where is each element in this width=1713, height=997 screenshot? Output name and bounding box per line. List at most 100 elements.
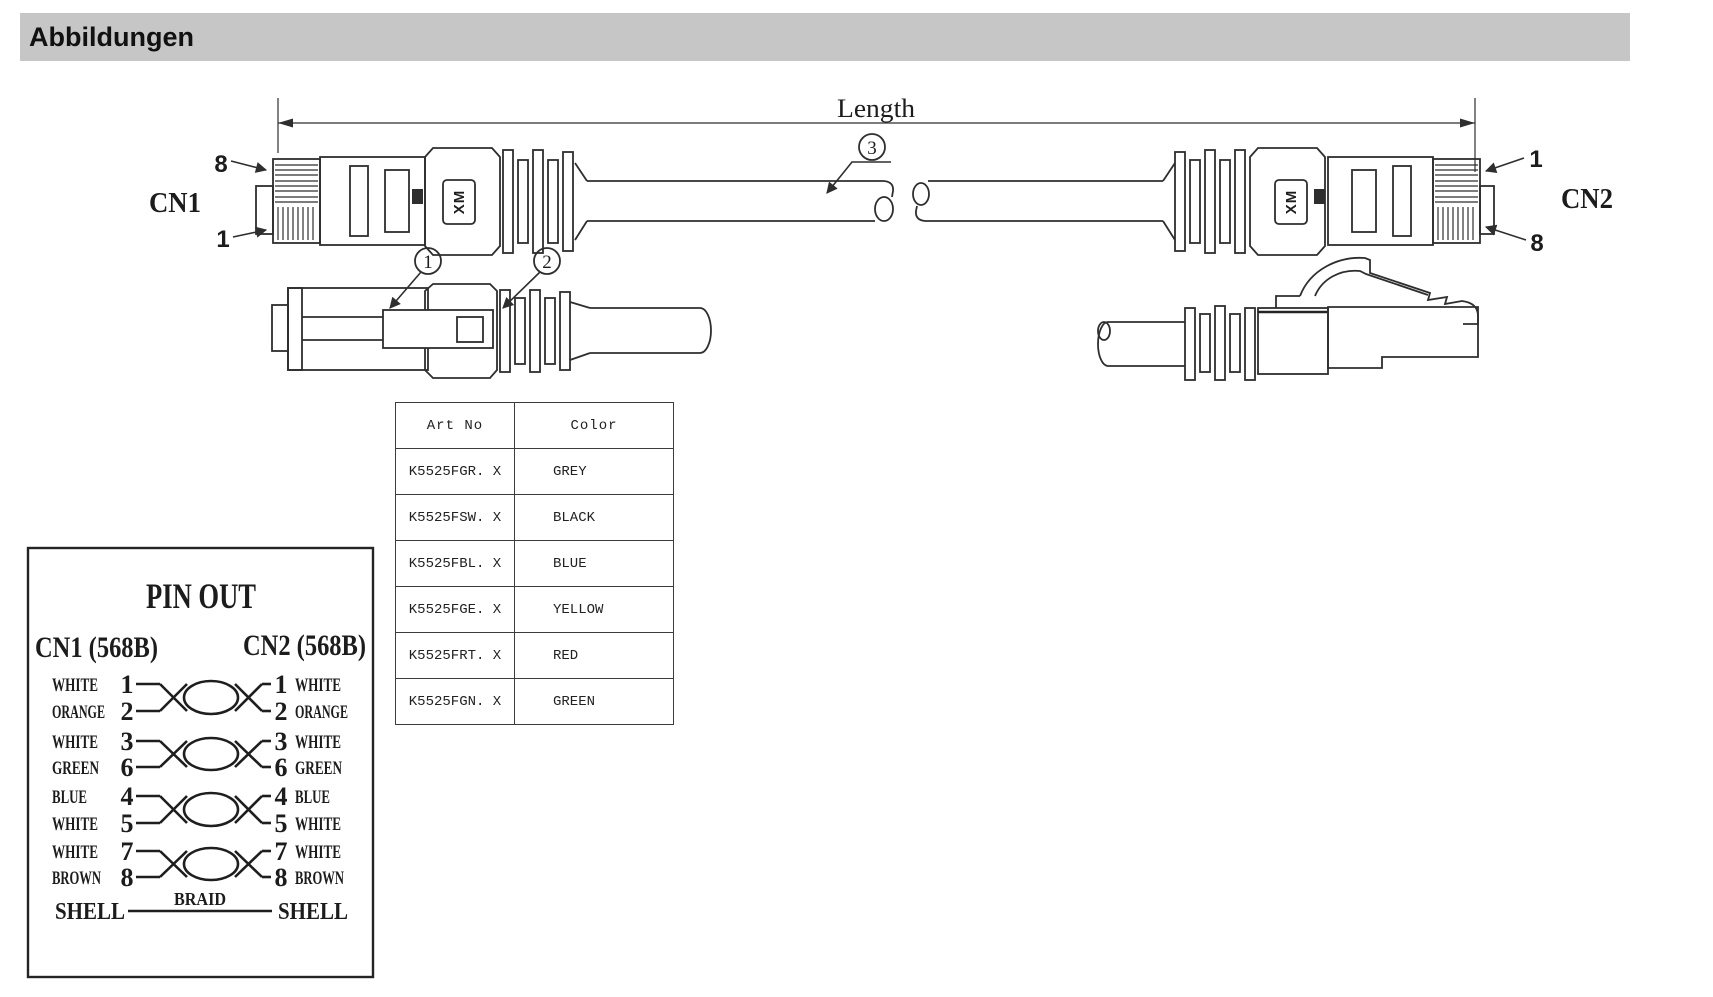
art-no-cell: K5525FGN. X [395, 678, 515, 725]
callout-1-balloon [414, 247, 442, 275]
color-cell: GREY [514, 448, 674, 495]
pair1-right-bottom-label: ORANGE [295, 702, 348, 723]
callout-2-balloon [533, 247, 561, 275]
pinout-box: PIN OUT CN1 (568B) CN2 (568B) WHITE ORAN… [26, 546, 375, 979]
cn1-label: CN1 [149, 188, 201, 219]
cn1-pin1-label: 1 [216, 226, 229, 253]
pair3-right-bottom-pin: 5 [275, 809, 288, 838]
pinout-pair-2: WHITE GREEN 3 6 3 6 WHITE GREEN [52, 727, 342, 782]
pair3-left-top-label: BLUE [52, 787, 87, 808]
pinout-title: PIN OUT [146, 576, 256, 616]
art-no-cell: K5525FSW. X [395, 494, 515, 541]
cable-run: 3 [587, 133, 1163, 222]
cn1-boot-ribs [502, 149, 574, 254]
pair2-right-top-label: WHITE [295, 732, 341, 753]
table-header-row: Art No Color [395, 402, 674, 449]
cn1-logo: XM [451, 190, 468, 215]
pair4-twisted-wires [136, 846, 271, 882]
side-left-boot-ribs [499, 289, 571, 373]
pair1-twisted-wires [136, 679, 271, 716]
pair3-right-bottom-label: WHITE [295, 814, 341, 835]
connector-cn1: XM 8 1 CN1 [149, 147, 588, 256]
pair4-left-top-label: WHITE [52, 842, 98, 863]
callout-3-balloon [858, 133, 886, 161]
pair2-left-top-pin: 3 [121, 727, 134, 756]
pair2-right-top-pin: 3 [275, 727, 288, 756]
cn2-pin1-label: 1 [1529, 146, 1542, 173]
pair3-right-top-pin: 4 [275, 782, 288, 811]
pinout-pair-4: WHITE BROWN 7 8 7 8 WHITE BROWN [52, 837, 344, 892]
cn2-pin8-label: 8 [1530, 230, 1543, 257]
pinout-pair-1: WHITE ORANGE 1 2 1 2 WHITE ORANGE [52, 670, 348, 726]
shell-right-label: SHELL [278, 899, 348, 925]
pair2-left-top-label: WHITE [52, 732, 98, 753]
cn2-contacts [1435, 164, 1478, 240]
pair1-left-bottom-label: ORANGE [52, 702, 105, 723]
art-no-cell: K5525FBL. X [395, 540, 515, 587]
pair2-twisted-wires [136, 736, 271, 772]
cn1-pin8-label: 8 [214, 151, 227, 178]
color-header: Color [514, 402, 674, 449]
table-row: K5525FGE. X YELLOW [395, 586, 674, 633]
pair1-right-top-pin: 1 [275, 670, 288, 699]
cn1-logo-box [442, 179, 476, 225]
artno-color-table: Art No Color K5525FGR. X GREY K5525FSW. … [395, 402, 674, 725]
pair4-right-bottom-label: BROWN [295, 868, 344, 889]
cn2-label: CN2 [1561, 184, 1613, 215]
side-right-boot-ribs [1184, 305, 1256, 381]
cn2-logo-box [1274, 179, 1308, 225]
callout-2: 2 [542, 252, 552, 273]
table-row: K5525FGR. X GREY [395, 448, 674, 495]
callout-1: 1 [423, 252, 433, 273]
color-cell: YELLOW [514, 586, 674, 633]
table-row: K5525FGN. X GREEN [395, 678, 674, 725]
pair3-right-top-label: BLUE [295, 787, 330, 808]
cn2-logo: XM [1283, 190, 1300, 215]
pinout-cn1-heading: CN1 (568B) [35, 631, 158, 664]
pair1-right-top-label: WHITE [295, 675, 341, 696]
cn1-contacts [275, 164, 318, 240]
pinout-cn2-heading: CN2 (568B) [243, 629, 366, 662]
connector-cn2: XM 1 8 CN2 [1162, 146, 1613, 257]
pair3-left-bottom-label: WHITE [52, 814, 98, 835]
pair4-left-bottom-pin: 8 [121, 863, 134, 892]
color-cell: RED [514, 632, 674, 679]
pair2-left-bottom-label: GREEN [52, 758, 99, 779]
color-cell: BLACK [514, 494, 674, 541]
pair1-left-top-label: WHITE [52, 675, 98, 696]
section-title: Abbildungen [29, 21, 194, 52]
pair4-right-top-pin: 7 [275, 837, 288, 866]
pair4-right-bottom-pin: 8 [275, 863, 288, 892]
pair3-twisted-wires [136, 791, 271, 828]
pair1-left-top-pin: 1 [121, 670, 134, 699]
length-dimension: Length [277, 94, 1476, 172]
pair3-left-top-pin: 4 [121, 782, 134, 811]
pair2-right-bottom-pin: 6 [275, 753, 288, 782]
table-row: K5525FSW. X BLACK [395, 494, 674, 541]
pair2-right-bottom-label: GREEN [295, 758, 342, 779]
art-no-cell: K5525FGR. X [395, 448, 515, 495]
shell-left-label: SHELL [55, 899, 125, 925]
pair2-left-bottom-pin: 6 [121, 753, 134, 782]
art-no-header: Art No [395, 402, 515, 449]
color-cell: GREEN [514, 678, 674, 725]
pair4-right-top-label: WHITE [295, 842, 341, 863]
section-header-bar: Abbildungen [20, 13, 1630, 61]
pair1-right-bottom-pin: 2 [275, 697, 288, 726]
color-cell: BLUE [514, 540, 674, 587]
pair1-left-bottom-pin: 2 [121, 697, 134, 726]
side-view-right [1097, 256, 1479, 381]
table-row: K5525FRT. X RED [395, 632, 674, 679]
pair4-left-top-pin: 7 [121, 837, 134, 866]
art-no-cell: K5525FGE. X [395, 586, 515, 633]
pinout-pair-3: BLUE WHITE 4 5 4 5 BLUE WHITE [52, 782, 341, 838]
side-view-left: 1 2 [271, 247, 712, 379]
pair3-left-bottom-pin: 5 [121, 809, 134, 838]
pair4-left-bottom-label: BROWN [52, 868, 101, 889]
table-row: K5525FBL. X BLUE [395, 540, 674, 587]
braid-label: BRAID [174, 889, 226, 909]
length-label: Length [837, 94, 915, 123]
callout-3: 3 [867, 138, 877, 159]
